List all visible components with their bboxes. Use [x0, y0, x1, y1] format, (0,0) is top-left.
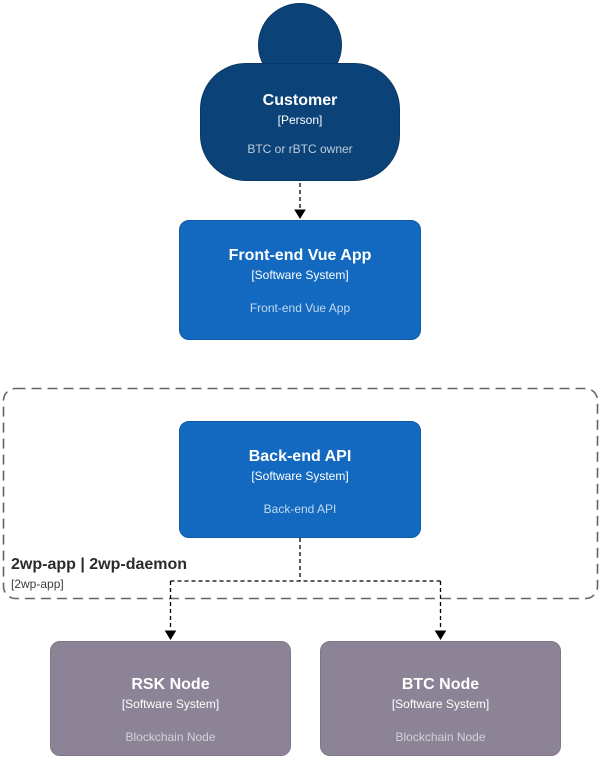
frontend-meta: [Software System] — [251, 268, 349, 283]
customer-title: Customer — [262, 92, 338, 109]
boundary-label: 2wp-app | 2wp-daemon [2wp-app] — [11, 556, 187, 591]
btc-title: BTC Node — [401, 676, 480, 693]
btc-description: Blockchain Node — [395, 729, 486, 744]
backend-system-node: Back-end API [Software System] Back-end … — [179, 421, 421, 538]
frontend-title: Front-end Vue App — [228, 247, 372, 264]
backend-description: Back-end API — [263, 501, 337, 516]
backend-to-btc-arrowhead — [434, 630, 447, 640]
backend-meta: [Software System] — [251, 469, 349, 484]
btc-meta: [Software System] — [391, 697, 490, 712]
backend-to-nodes-connector — [169, 538, 442, 630]
boundary-title: 2wp-app | 2wp-daemon — [11, 556, 188, 573]
customer-person-node: Customer [Person] BTC or rBTC owner — [200, 63, 400, 181]
customer-to-frontend-arrowhead — [294, 209, 306, 219]
rsk-meta: [Software System] — [121, 697, 220, 712]
rsk-node: RSK Node [Software System] Blockchain No… — [50, 641, 291, 756]
btc-node: BTC Node [Software System] Blockchain No… — [320, 641, 561, 756]
boundary-subtitle: [2wp-app] — [11, 577, 64, 592]
frontend-system-node: Front-end Vue App [Software System] Fron… — [179, 220, 421, 340]
rsk-description: Blockchain Node — [125, 729, 216, 744]
customer-meta: [Person] — [277, 113, 323, 128]
backend-to-rsk-arrowhead — [164, 630, 177, 640]
backend-title: Back-end API — [248, 448, 352, 465]
frontend-description: Front-end Vue App — [249, 300, 351, 315]
customer-description: BTC or rBTC owner — [247, 141, 353, 156]
rsk-title: RSK Node — [131, 676, 210, 693]
